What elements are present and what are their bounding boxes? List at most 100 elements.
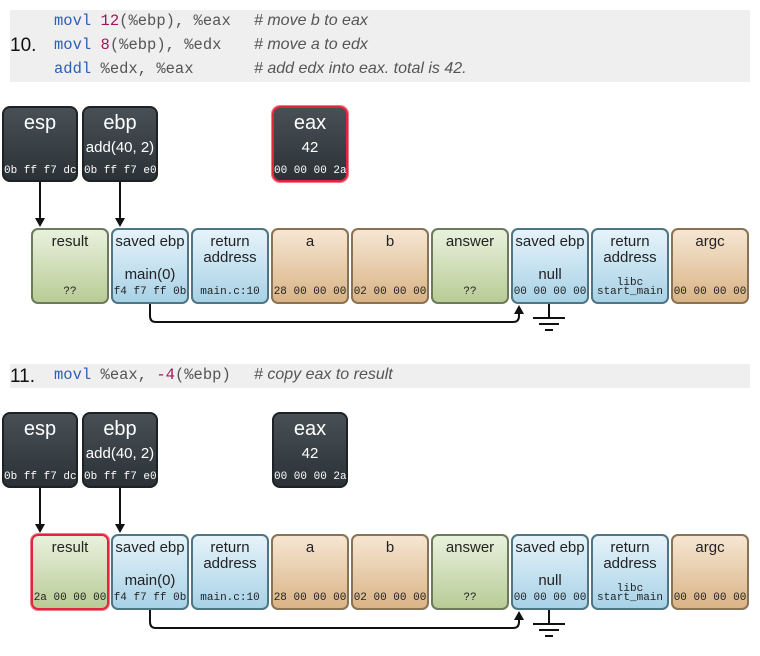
cell-bytes: start_main [596,286,663,298]
stack-cell-a: a 28 00 00 00 [271,228,349,304]
register-name: ebp [103,112,137,134]
instruction-operand: 8 [100,36,110,54]
register-bytes: 0b ff f7 e0 [84,471,157,483]
code-line: addl %edx, %eax [54,60,194,78]
cell-title: saved ebp [515,233,585,250]
register-bytes: 0b ff f7 e0 [84,165,157,177]
instruction-mnemonic: movl [54,12,92,30]
register-bytes: 0b ff f7 dc [4,471,77,483]
stack-cell-answer: answer?? [431,534,509,610]
instruction-operand: (%ebp), %edx [109,36,222,54]
register-bytes: 00 00 00 2a [274,165,347,177]
cell-bytes: 00 00 00 00 [513,286,587,298]
cell-bytes: ?? [463,592,477,604]
cell-title: result [51,539,89,556]
instruction-operand: %eax, [91,366,157,384]
cell-title: b [385,539,395,556]
saved-ebp-link-arrowhead [514,305,524,314]
cell-title: a [305,539,315,556]
cell-bytes: 02 00 00 00 [353,592,427,604]
code-comment: # copy eax to result [254,366,393,383]
code-comment: # move a to edx [254,36,368,53]
ebp-pointer-arrowhead [115,218,125,227]
cell-bytes: 02 00 00 00 [353,286,427,298]
cell-title: answer [445,233,495,250]
cell-title: saved ebp [115,539,185,556]
cell-bytes: main.c:10 [200,286,260,298]
code-comment: # add edx into eax. total is 42. [254,60,467,77]
instruction-operand: 12 [100,12,120,30]
cell-title: b [385,233,395,250]
saved-ebp-link-arrowhead [514,611,524,620]
code-block-step-11 [10,364,750,388]
register-name: esp [23,418,57,440]
stack-cell-b: b 02 00 00 00 [351,228,429,304]
cell-frame-label: main(0) [124,572,176,589]
register-value-label: add(40, 2) [85,139,155,156]
cell-title: a [305,233,315,250]
saved-ebp-link-path [149,619,520,629]
esp-pointer-arrowhead [35,524,45,533]
instruction-mnemonic: movl [54,366,92,384]
stack-cell-result: result 2a 00 00 00 [31,534,109,610]
cell-frame-label: null [538,572,562,589]
cell-title: return address [603,233,657,266]
cell-bytes: f4 f7 ff 0b [113,286,187,298]
code-line: movl %eax, -4(%ebp) [54,366,231,384]
stack-cell-result: result?? [31,228,109,304]
cell-library-label: libc [616,583,644,595]
register-value-label: 42 [301,445,319,462]
stack-cell-return-address: return address main.c:10 [191,534,269,610]
cell-title: saved ebp [115,233,185,250]
cell-title: return address [603,539,657,572]
cell-bytes: 28 00 00 00 [273,592,347,604]
code-block-step-10 [10,10,750,82]
cell-bytes: 00 00 00 00 [673,286,747,298]
code-line: movl 8(%ebp), %edx [54,36,221,54]
cell-bytes: 2a 00 00 00 [33,592,107,604]
cell-bytes: f4 f7 ff 0b [113,592,187,604]
cell-bytes: 00 00 00 00 [513,592,587,604]
instruction-mnemonic: movl [54,36,92,54]
register-name: ebp [103,418,137,440]
register-name: eax [293,112,327,134]
stack-cell-a: a 28 00 00 00 [271,534,349,610]
register-value-label: 42 [301,139,319,156]
cell-bytes: ?? [463,286,477,298]
code-line: movl 12(%ebp), %eax [54,12,231,30]
register-name: esp [23,112,57,134]
step-number: 10. [10,35,37,56]
cell-title: return address [203,539,257,572]
cell-bytes: main.c:10 [200,592,260,604]
cell-title: return address [203,233,257,266]
stack-cell-saved-ebp: saved ebp main(0) f4 f7 ff 0b [111,534,189,610]
register-ebp: ebp add(40, 2) 0b ff f7 e0 [82,412,158,488]
cell-bytes: 28 00 00 00 [273,286,347,298]
stack-cell-b: b 02 00 00 00 [351,534,429,610]
stack-cell-saved-ebp: saved ebp null 00 00 00 00 [511,228,589,304]
stack-cell-argc: argc 00 00 00 00 [671,228,749,304]
cell-library-label: libc [616,277,644,289]
register-value-label: add(40, 2) [85,445,155,462]
register-ebp: ebp add(40, 2) 0b ff f7 e0 [82,106,158,182]
code-comment: # move b to eax [254,12,368,29]
cell-bytes: ?? [63,286,77,298]
instruction-operand: (%ebp) [174,366,231,384]
register-esp: esp 0b ff f7 dc [2,106,78,182]
cell-frame-label: null [538,266,562,283]
instruction-operand: (%ebp), %eax [119,12,231,30]
cell-bytes: 00 00 00 00 [673,592,747,604]
register-bytes: 0b ff f7 dc [4,165,77,177]
register-name: eax [293,418,327,440]
saved-ebp-link-path [149,313,520,323]
instruction-operand: -4 [156,366,175,384]
instruction-mnemonic: addl [54,60,92,78]
esp-pointer-arrowhead [35,218,45,227]
cell-title: argc [695,233,725,250]
